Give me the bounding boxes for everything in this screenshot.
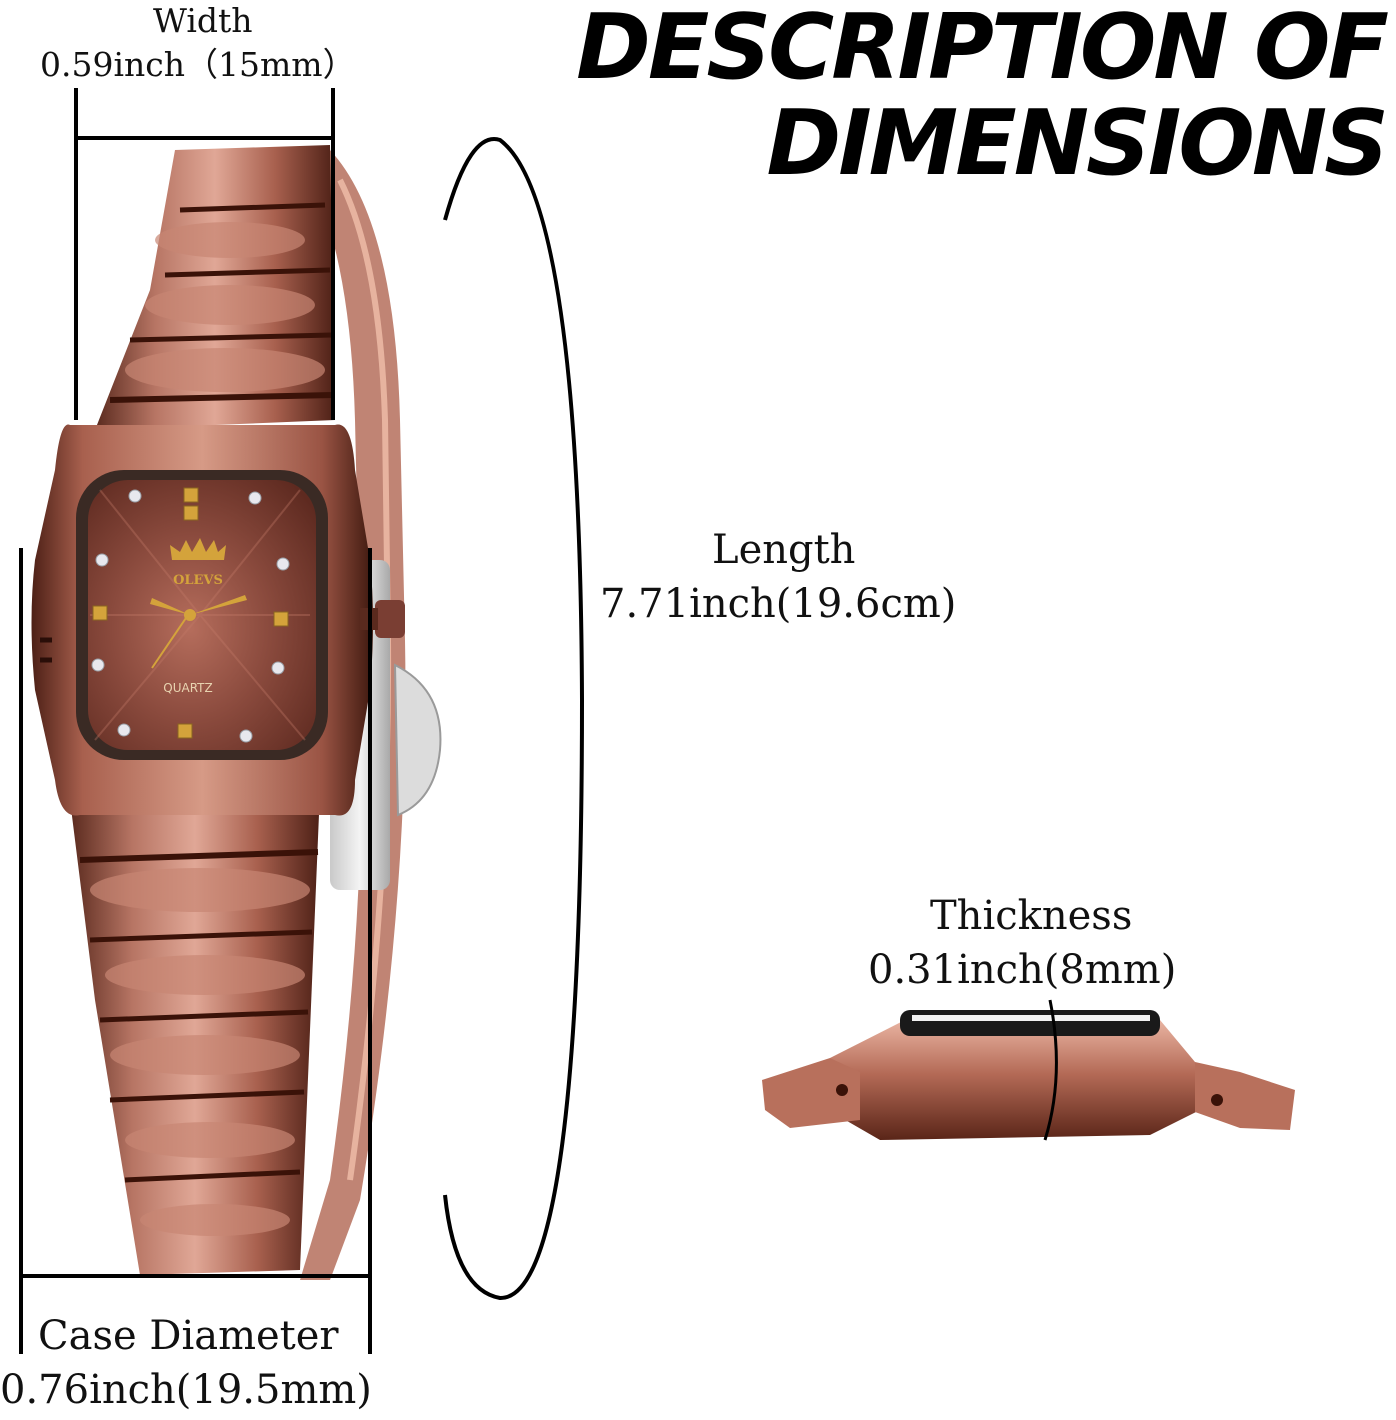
width-value: 0.59inch（15mm） [40, 45, 356, 84]
length-value: 7.71inch(19.6cm) [600, 581, 957, 627]
width-label: Width [153, 1, 253, 40]
bracelet-front-bottom [70, 790, 320, 1275]
dial-text: QUARTZ [163, 681, 212, 695]
page-title: DESCRIPTION OF DIMENSIONS [566, 0, 1389, 196]
brand-logo-icon [170, 538, 226, 560]
brand-name: OLEVS [173, 573, 223, 588]
title-line-1: DESCRIPTION OF [576, 0, 1389, 100]
length-label: Length [712, 527, 856, 573]
thickness-arc [1043, 999, 1058, 1141]
case-diameter-value: 0.76inch(19.5mm) [0, 1367, 372, 1413]
case-diameter-label: Case Diameter [38, 1313, 339, 1359]
crown [375, 600, 405, 638]
dial-gold-markers [92, 487, 289, 739]
thickness-value: 0.31inch(8mm) [868, 947, 1177, 993]
watch-side-view [762, 1010, 1295, 1140]
bracelet-front-top [95, 145, 335, 430]
watch-hands [150, 595, 247, 669]
title-line-2: DIMENSIONS [766, 91, 1389, 196]
dial-diamonds [91, 489, 290, 743]
thickness-label: Thickness [930, 893, 1133, 939]
dimension-lines [19, 88, 1058, 1354]
length-arc [443, 137, 585, 1301]
watch-dial: OLEVS QUARTZ [76, 470, 328, 760]
